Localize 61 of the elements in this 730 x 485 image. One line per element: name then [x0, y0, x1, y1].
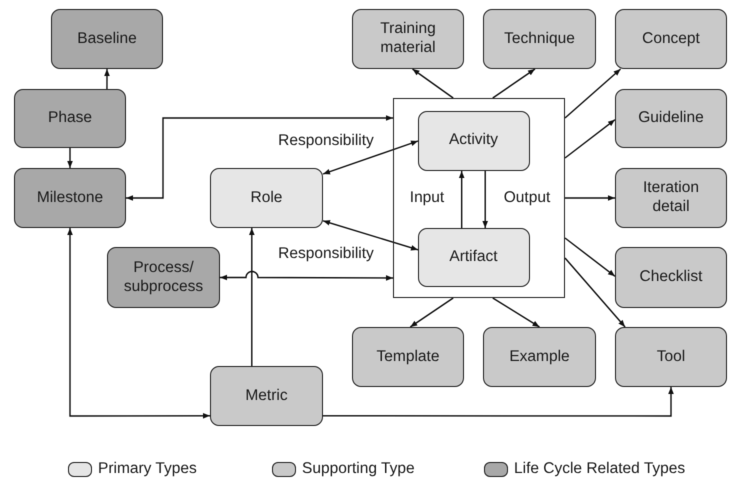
- concept-box: [210, 168, 323, 228]
- concept-box: [352, 327, 464, 387]
- concept-box: [14, 89, 126, 148]
- edge-label: Responsibility: [276, 245, 376, 263]
- concept-box: [14, 168, 126, 228]
- concept-box: [210, 366, 323, 426]
- connector-arrow: [67, 148, 73, 168]
- connector-arrow: [564, 258, 626, 328]
- box-label: Technique: [503, 30, 576, 48]
- connector-arrow: [565, 195, 615, 201]
- connector-arrow: [249, 228, 255, 366]
- connector-arrow: [322, 140, 418, 175]
- connector-arrow: [126, 115, 393, 201]
- box-label: Process/ subprocess: [122, 258, 204, 296]
- box-label: Iteration detail: [642, 179, 700, 217]
- concept-box: [615, 9, 727, 69]
- legend-label: Supporting Type: [302, 460, 415, 478]
- group-frame: [393, 98, 565, 298]
- concept-box: [352, 9, 464, 69]
- box-label: Activity: [448, 131, 500, 150]
- box-label: Example: [508, 348, 571, 366]
- connector-arrow: [410, 297, 454, 328]
- legend-label: Primary Types: [98, 460, 197, 478]
- box-label: Milestone: [36, 188, 104, 208]
- connector-arrow: [492, 68, 536, 99]
- concept-box: [615, 327, 727, 387]
- concept-box: [51, 9, 163, 69]
- box-label: Template: [376, 348, 440, 366]
- box-label: Training material: [379, 20, 437, 58]
- edge-label: Responsibility: [276, 132, 376, 150]
- concept-box: [418, 110, 530, 170]
- box-label: Phase: [47, 109, 93, 128]
- connector-arrow: [67, 228, 210, 419]
- connector-arrow: [482, 171, 488, 228]
- legend-label: Life Cycle Related Types: [514, 460, 686, 478]
- edge-label: Output: [502, 189, 552, 207]
- box-label: Role: [250, 188, 284, 208]
- connector-arrow: [220, 270, 393, 281]
- connector-arrow: [104, 69, 110, 89]
- box-label: Metric: [244, 386, 289, 406]
- concept-box: [418, 228, 530, 286]
- box-label: Tool: [656, 348, 686, 366]
- concept-box: [615, 247, 727, 308]
- connector-arrow: [458, 171, 464, 228]
- connector-arrow: [323, 387, 674, 417]
- box-label: Baseline: [76, 30, 138, 48]
- concept-box: [107, 247, 220, 308]
- connector-arrow: [322, 220, 418, 250]
- box-label: Artifact: [448, 248, 499, 266]
- connector-arrow: [564, 68, 622, 119]
- connector-arrow: [412, 68, 454, 99]
- box-label: Guideline: [637, 109, 705, 128]
- connector-arrow: [564, 237, 616, 277]
- box-label: Concept: [641, 30, 701, 48]
- concept-box: [483, 327, 596, 387]
- concept-box: [615, 168, 727, 228]
- concept-box: [483, 9, 596, 69]
- connector-arrow: [492, 297, 540, 328]
- concept-box: [615, 89, 727, 148]
- box-label: Checklist: [638, 268, 704, 287]
- connector-arrow: [564, 119, 616, 159]
